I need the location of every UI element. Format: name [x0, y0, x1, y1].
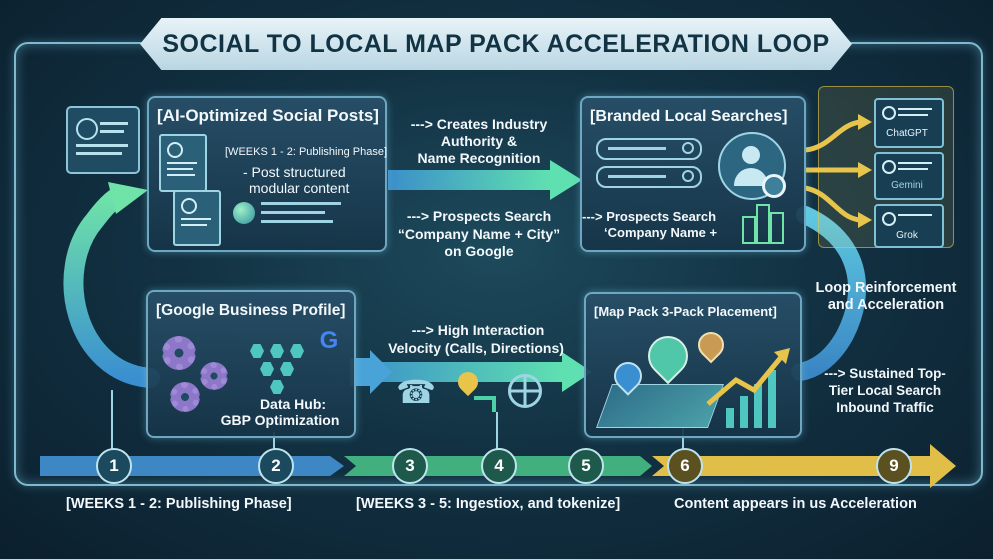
search-bar-1 [596, 138, 702, 160]
sustained-line2: Tier Local Search [828, 383, 942, 398]
ai-label-grok: Grok [896, 230, 918, 241]
content-lines-icon [261, 202, 351, 228]
middle-top-line5: “Company Name + City” [397, 226, 561, 242]
timeline-step-6: 6 [667, 448, 703, 484]
page-title: SOCIAL TO LOCAL MAP PACK ACCELERATION LO… [162, 30, 830, 58]
timeline-label-3: Content appears in us Acceleration [674, 496, 917, 512]
ai-arrow-grok [804, 185, 861, 223]
timeline-label-1: [WEEKS 1 - 2: Publishing Phase] [66, 496, 292, 512]
ai-engine-grok: Grok [874, 204, 944, 248]
social-posts-phase: [WEEKS 1 - 2: Publishing Phase] [225, 146, 388, 158]
gbp-line1: Data Hub: [259, 396, 327, 412]
social-posts-card: [AI-Optimized Social Posts] [WEEKS 1 - 2… [147, 96, 387, 252]
timeline-step-5: 5 [568, 448, 604, 484]
middle-top-line2: Authority & [440, 133, 518, 149]
gear-icon [200, 362, 228, 390]
timeline-label-2: [WEEKS 3 - 5: Ingestiox, and tokenize] [356, 496, 621, 512]
social-orb-icon [233, 202, 255, 224]
branded-searches-heading: [Branded Local Searches] [590, 108, 788, 125]
right-loop-arrow [791, 206, 866, 381]
user-search-icon [718, 132, 786, 200]
map-pack-card: [Map Pack 3-Pack Placement] [584, 292, 802, 438]
grok-icon [882, 212, 896, 226]
timeline-step-2: 2 [258, 448, 294, 484]
buildings-icon [742, 204, 786, 244]
ai-engine-gemini: Gemini [874, 152, 944, 200]
hex-network-icon [242, 340, 312, 394]
bottom-connector-bar [350, 362, 562, 382]
top-connector-head [550, 160, 582, 200]
middle-top-line3: Name Recognition [417, 150, 541, 166]
gbp-line2: GBP Optimization [220, 412, 340, 428]
trend-arrow-icon [706, 348, 790, 406]
left-loop-arrowhead [108, 182, 148, 214]
map-pack-heading: [Map Pack 3-Pack Placement] [594, 304, 777, 319]
branded-searches-line2: ‘Company Name + [604, 225, 718, 240]
ai-label-chatgpt: ChatGPT [886, 128, 928, 139]
loop-text-line2: and Acceleration [827, 297, 945, 313]
timeline-step-1: 1 [96, 448, 132, 484]
ai-label-gemini: Gemini [891, 180, 923, 191]
branded-searches-card: [Branded Local Searches] ---> Prospects … [580, 96, 806, 252]
middle-bottom-line2: Velocity (Calls, Directions) [388, 340, 564, 356]
gear-icon [162, 336, 196, 370]
gbp-heading: [Google Business Profile] [156, 302, 346, 319]
left-loop-arrow [63, 185, 160, 388]
chatgpt-icon [882, 106, 896, 120]
directions-arrow-icon [474, 396, 496, 412]
phone-icon: ☎ [396, 374, 436, 410]
gear-icon [170, 382, 200, 412]
social-posts-heading: [AI-Optimized Social Posts] [157, 106, 379, 125]
middle-top-line1: ---> Creates Industry [410, 116, 548, 132]
gbp-card: [Google Business Profile] G Data Hub: GB… [146, 290, 356, 438]
social-posts-line2: modular content [249, 180, 350, 196]
bottom-connector-head [562, 352, 592, 392]
ai-engine-chatgpt: ChatGPT [874, 98, 944, 148]
sustained-line3: Inbound Traffic [836, 400, 934, 415]
post-document-icon-1 [159, 134, 207, 192]
timeline-arrow [40, 456, 344, 476]
title-banner [140, 18, 852, 70]
globe-icon [508, 374, 542, 408]
timeline-step-3: 3 [392, 448, 428, 484]
search-bar-2 [596, 166, 702, 188]
search-icon [682, 142, 694, 154]
growth-bars-icon [726, 358, 786, 428]
loop-text-line1: Loop Reinforcement [815, 280, 957, 296]
middle-bottom-line1: ---> High Interaction [411, 322, 545, 338]
social-posts-line1: - Post structured [243, 164, 346, 180]
sustained-line1: ---> Sustained Top- [824, 366, 946, 381]
timeline-step-9: 9 [876, 448, 912, 484]
middle-top-line4: ---> Prospects Search [406, 208, 552, 224]
post-document-icon-2 [173, 190, 221, 246]
profile-document-icon [66, 106, 140, 174]
search-icon [682, 170, 694, 182]
gemini-icon [882, 160, 896, 174]
timeline-step-4: 4 [481, 448, 517, 484]
ai-arrow-chatgpt [804, 119, 861, 153]
middle-top-line6: on Google [444, 243, 514, 259]
top-connector-bar [388, 170, 550, 190]
branded-searches-line1: ---> Prospects Search [582, 209, 717, 224]
gbp-out-arrow [350, 350, 392, 394]
google-logo-icon: G [319, 327, 339, 354]
